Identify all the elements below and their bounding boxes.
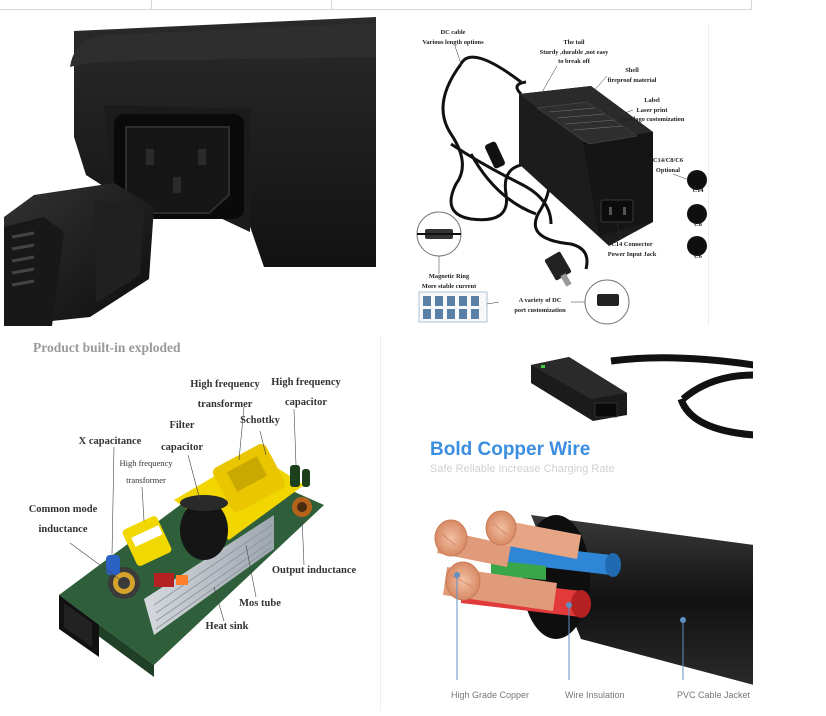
label-subtitle: Power Input Jack — [607, 250, 657, 258]
label-subtitle: fireproof material — [607, 76, 657, 84]
label-hf-transformer-main: High frequency transformer — [184, 375, 266, 415]
option-c6-label: C6 — [694, 253, 702, 260]
label-x-capacitance: X capacitance — [78, 436, 142, 447]
label-mos-tube: Mos tube — [239, 598, 281, 609]
adapter-diagram-graphic — [416, 45, 707, 325]
label-subtitle: Various length options — [422, 38, 484, 46]
label-pvc-jacket: PVC Cable Jacket — [677, 690, 751, 700]
option-c14-label: C14 — [692, 187, 704, 194]
label-title: Shell — [625, 67, 639, 74]
label-title: A variety of DC — [518, 297, 562, 304]
label-common-mode: Common mode inductance — [20, 500, 106, 540]
label-title: High frequency — [271, 377, 341, 388]
label-hf-transformer-small: High frequency transformer — [110, 455, 182, 489]
label-subtitle: to break off — [558, 58, 590, 65]
label-subtitle: port customization — [514, 306, 566, 314]
exploded-view-panel: Product built-in exploded — [4, 335, 372, 711]
label-dc-port: A variety of DC port customization — [499, 296, 581, 315]
label-subtitle: Optional — [655, 166, 681, 174]
label-hf-capacitor: High frequency capacitor — [266, 373, 346, 413]
label-title: High frequency — [119, 458, 173, 468]
label-dc-cable: DC cable Various length options — [413, 28, 493, 47]
adapter-anatomy-diagram: DC cable Various length options The tail… — [411, 24, 709, 326]
label-subtitle: Free logo customization — [619, 116, 685, 123]
label-shell: Shell fireproof material — [597, 66, 667, 85]
wire-subline: Safe Reliable Increase Charging Rate — [430, 463, 615, 475]
label-tail: The tail Sturdy ,durable ,not easy to br… — [529, 38, 619, 67]
top-table-strip — [0, 0, 752, 10]
label-subtitle: capacitor — [285, 397, 327, 408]
label-subtitle: inductance — [38, 524, 88, 535]
label-magnetic-ring: Magnetic Ring More stable current — [411, 272, 487, 291]
connector-closeup-photo — [4, 17, 376, 326]
label-title: C14/C8/C6 — [652, 157, 684, 164]
label-subtitle: Laser print — [636, 106, 668, 114]
label-high-grade-copper: High Grade Copper — [451, 690, 530, 700]
label-title: Common mode — [28, 504, 98, 515]
label-subtitle: Sturdy ,durable ,not easy — [539, 48, 609, 56]
label-connector-options: C14/C8/C6 Optional — [643, 156, 693, 175]
label-label: Label Laser print Free logo customizatio… — [607, 96, 697, 125]
label-subtitle: transformer — [126, 475, 166, 485]
label-output-inductance: Output inductance — [271, 565, 357, 576]
table-cell — [0, 0, 152, 10]
table-cell — [332, 0, 752, 10]
exploded-title: Product built-in exploded — [33, 340, 181, 355]
cable-cross-section-graphic — [434, 354, 753, 685]
label-title: C14 Connector — [611, 241, 653, 248]
label-wire-insulation: Wire Insulation — [565, 690, 625, 700]
wire-headline: Bold Copper Wire — [430, 439, 591, 460]
pcb-exploded-graphic — [59, 406, 324, 677]
adapter-connector-image — [4, 17, 376, 326]
label-title: The tail — [563, 39, 585, 46]
label-subtitle: capacitor — [161, 442, 203, 453]
label-subtitle: transformer — [197, 399, 253, 410]
label-schottky: Schottky — [240, 415, 280, 426]
label-title: DC cable — [440, 29, 466, 36]
label-c14-connector: C14 Connector Power Input Jack — [597, 240, 667, 259]
label-heat-sink: Heat sink — [205, 621, 249, 632]
label-title: Filter — [169, 420, 195, 431]
option-c8-label: C8 — [694, 221, 702, 228]
label-subtitle: More stable current — [421, 282, 477, 290]
label-filter-capacitor: Filter capacitor — [154, 415, 210, 459]
label-title: High frequency — [190, 379, 260, 390]
label-title: Magnetic Ring — [428, 273, 470, 280]
table-cell — [152, 0, 332, 10]
label-title: Label — [644, 97, 660, 104]
copper-wire-panel: Bold Copper Wire Safe Reliable Increase … — [380, 335, 753, 711]
